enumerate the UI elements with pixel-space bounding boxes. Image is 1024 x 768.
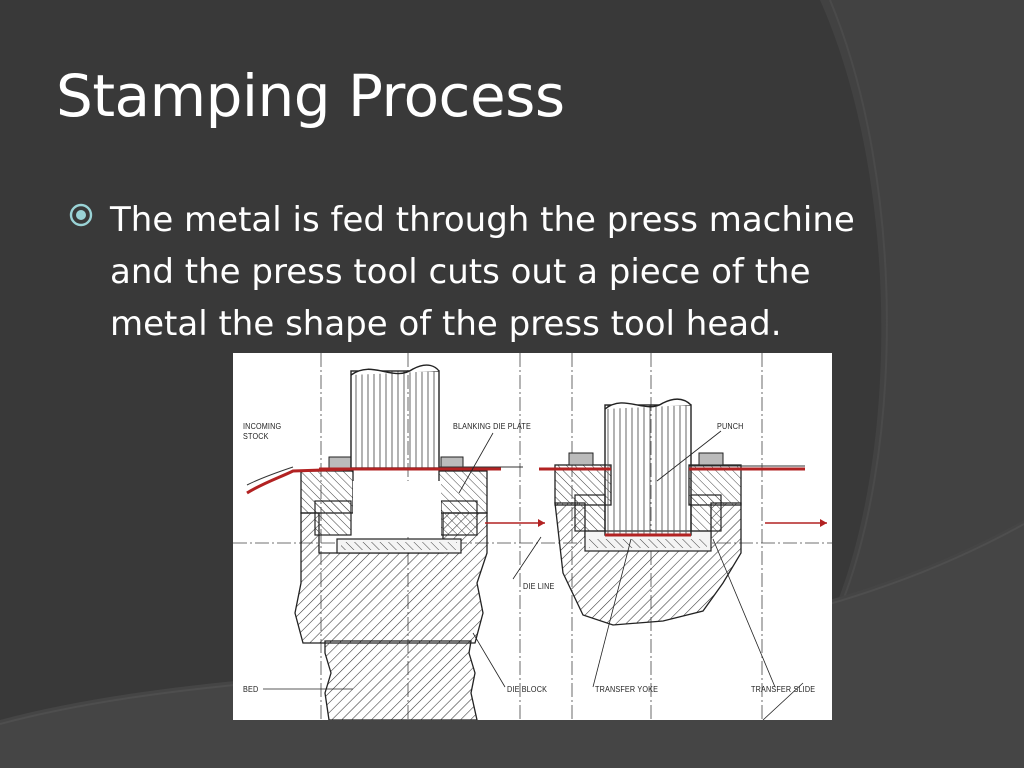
label-incoming-stock-2: STOCK: [243, 431, 269, 441]
label-punch: PUNCH: [717, 421, 744, 431]
label-incoming-stock-1: INCOMING: [243, 421, 282, 431]
label-die-line: DIE LINE: [523, 581, 555, 591]
label-die-block: DIE BLOCK: [507, 684, 548, 694]
label-bed: BED: [243, 684, 259, 694]
slide-title: Stamping Process: [56, 62, 565, 130]
stamping-diagram: INCOMING STOCK BLANKING DIE PLATE PUNCH …: [233, 353, 832, 720]
stamping-diagram-drawing: [233, 353, 832, 720]
label-blanking-die-plate: BLANKING DIE PLATE: [453, 421, 532, 431]
circle-bullet-icon: [69, 203, 93, 227]
label-transfer-yoke: TRANSFER YOKE: [595, 684, 659, 694]
label-transfer-slide: TRANSFER SLIDE: [751, 684, 816, 694]
bullet-text: The metal is fed through the press machi…: [110, 200, 855, 344]
